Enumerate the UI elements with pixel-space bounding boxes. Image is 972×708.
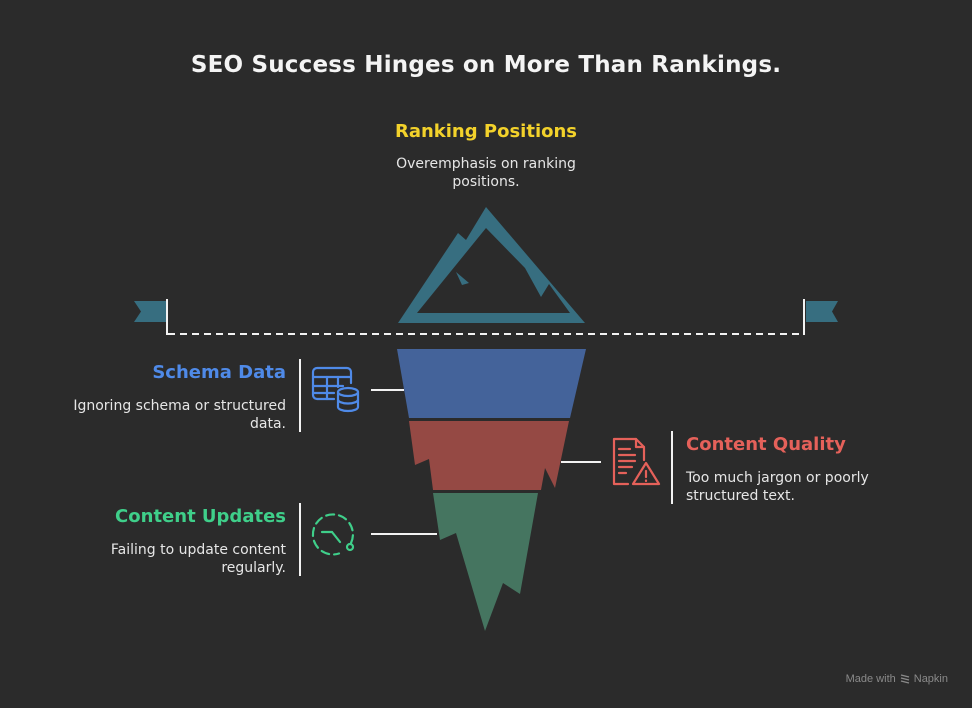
diagram-title: SEO Success Hinges on More Than Rankings… (190, 52, 782, 78)
schema-description: Ignoring schema or structured data. (40, 397, 286, 433)
updates-divider (299, 503, 301, 576)
tip-description: Overemphasis on ranking positions. (336, 155, 636, 191)
tip-description-line2: positions. (452, 174, 520, 190)
napkin-logo-icon (900, 674, 909, 684)
iceberg-layer-updates (433, 493, 538, 631)
quality-description-line1: Too much jargon or poorly (686, 470, 869, 486)
updates-title: Content Updates (115, 506, 286, 527)
watermark: Made with Napkin (846, 673, 948, 685)
updates-description: Failing to update content regularly. (40, 541, 286, 577)
table-database-icon (311, 366, 360, 413)
quality-description: Too much jargon or poorly structured tex… (686, 469, 926, 505)
schema-connector (371, 389, 404, 391)
tip-title: Ranking Positions (394, 121, 578, 142)
right-flag-icon (803, 299, 838, 335)
quality-connector (561, 461, 601, 463)
clock-dashed-icon (311, 513, 355, 556)
schema-divider (299, 359, 301, 432)
updates-connector (371, 533, 437, 535)
tip-description-line1: Overemphasis on ranking (396, 156, 576, 172)
schema-description-line1: Ignoring schema or structured (73, 398, 286, 414)
left-flag-icon (134, 299, 168, 335)
iceberg-layer-quality (409, 421, 569, 490)
quality-description-line2: structured text. (686, 488, 795, 504)
document-warning-icon (612, 437, 661, 486)
schema-title: Schema Data (152, 362, 286, 383)
mountain-icon (398, 207, 585, 323)
updates-description-line1: Failing to update content (110, 542, 286, 558)
quality-label: Content Quality Too much jargon or poorl… (686, 434, 926, 505)
quality-title: Content Quality (686, 434, 846, 455)
schema-label: Schema Data Ignoring schema or structure… (40, 362, 286, 433)
schema-description-line2: data. (250, 416, 286, 432)
updates-description-line2: regularly. (221, 560, 286, 576)
iceberg-layer-schema (397, 349, 586, 418)
watermark-brand: Napkin (913, 673, 948, 685)
quality-divider (671, 431, 673, 504)
watermark-prefix: Made with (845, 673, 896, 685)
updates-label: Content Updates Failing to update conten… (40, 506, 286, 577)
tip-label: Ranking Positions Overemphasis on rankin… (336, 121, 636, 191)
